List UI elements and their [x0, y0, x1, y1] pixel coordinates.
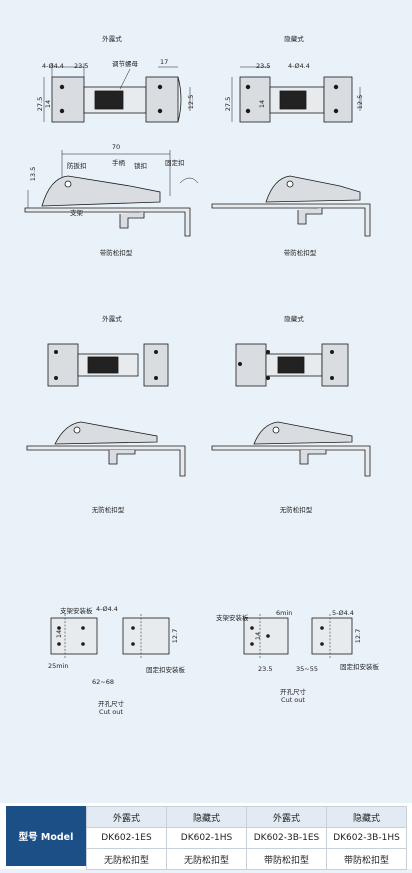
cutout-left-cut-en: Cut out — [99, 708, 123, 716]
hidden-top-view-drawing — [231, 66, 361, 123]
caption-anti-loose-left: 带防松扣型 — [99, 249, 133, 257]
hidden-title: 隐藏式 — [284, 35, 304, 43]
table-row: 无防松扣型 无防松扣型 带防松扣型 带防松扣型 — [86, 848, 407, 870]
header-cell: 隐藏式 — [326, 806, 407, 828]
cutout-left-drawing — [50, 614, 170, 658]
exposed-hole-dim: 4-Ø4.4 — [42, 62, 64, 70]
exposed-height-dim: 27.5 — [36, 96, 45, 112]
model-cell: DK602-1HS — [166, 827, 247, 849]
model-cell: DK602-1ES — [86, 827, 167, 849]
middle-exposed-side-drawing — [26, 421, 186, 477]
cutout-left-range: 62~68 — [92, 678, 114, 686]
cutout-right-cut-en: Cut out — [281, 696, 305, 704]
type-cell: 带防松扣型 — [326, 848, 407, 870]
cutout-right-6min: 6min — [276, 609, 293, 617]
middle-exposed-top-drawing — [47, 343, 169, 387]
hidden-pitch-dim: 14 — [258, 99, 267, 109]
side-height-dim: 13.5 — [29, 166, 38, 182]
middle-hidden-title: 隐藏式 — [284, 315, 304, 323]
model-cell: DK602-3B-1ES — [246, 827, 327, 849]
hidden-side-view-drawing — [211, 175, 371, 237]
table-header-row: 外露式 隐藏式 外露式 隐藏式 — [86, 806, 407, 828]
cutout-right-drawing — [243, 614, 353, 658]
caption-no-anti-loose-left: 无防松扣型 — [91, 506, 125, 514]
type-cell: 无防松扣型 — [166, 848, 247, 870]
cutout-left-14: 14 — [55, 629, 64, 639]
cutout-right-plate-label: 支架安装板 — [216, 614, 249, 622]
caption-anti-loose-right: 带防松扣型 — [283, 249, 317, 257]
cutout-right-range: 35~55 — [296, 665, 318, 673]
exposed-top-view-drawing — [43, 63, 191, 123]
header-cell: 隐藏式 — [166, 806, 247, 828]
cutout-right-fixed-plate: 固定扣安装板 — [340, 663, 379, 671]
exposed-side-view-drawing — [24, 150, 199, 237]
spec-table: 外露式 隐藏式 外露式 隐藏式 DK602-1ES DK602-1HS DK60… — [86, 806, 407, 870]
exposed-hook-dim: 17 — [160, 58, 169, 66]
cutout-right-cut-cn: 开孔尺寸 — [280, 688, 306, 696]
cutout-right-holes: 5-Ø4.4 — [332, 609, 354, 617]
header-cell: 外露式 — [86, 806, 167, 828]
middle-exposed-title: 外露式 — [102, 315, 122, 323]
header-cell: 外露式 — [246, 806, 327, 828]
table-row: DK602-1ES DK602-1HS DK602-3B-1ES DK602-3… — [86, 827, 407, 849]
hidden-hook-height-dim: 12.5 — [356, 94, 365, 110]
cutout-left-min: 25min — [48, 662, 69, 670]
cutout-left-cut-cn: 开孔尺寸 — [98, 700, 124, 708]
exposed-title: 外露式 — [102, 35, 122, 43]
hidden-hole-dim: 4-Ø4.4 — [288, 62, 310, 70]
cutout-left-holes: 4-Ø4.4 — [96, 605, 118, 613]
exposed-hook-height-dim: 12.5 — [187, 94, 196, 110]
cutout-left-plate-label: 支架安装板 — [60, 607, 93, 615]
cutout-right-14: 14 — [254, 631, 263, 641]
type-cell: 带防松扣型 — [246, 848, 327, 870]
middle-hidden-top-drawing — [235, 343, 349, 387]
exposed-nut-label: 调节螺母 — [112, 60, 138, 68]
model-label-cell: 型号 Model — [6, 806, 86, 866]
cutout-right-235: 23.5 — [258, 665, 273, 673]
hidden-width-dim: 23.5 — [256, 62, 271, 70]
caption-no-anti-loose-right: 无防松扣型 — [279, 506, 313, 514]
type-cell: 无防松扣型 — [86, 848, 167, 870]
length-dim: 70 — [111, 143, 121, 151]
fixed-buckle-label: 固定扣 — [165, 159, 185, 167]
exposed-pitch-dim: 14 — [44, 99, 53, 109]
lock-hook-label: 锁扣 — [134, 162, 147, 170]
hidden-height-dim: 27.5 — [224, 96, 233, 112]
exposed-width-dim: 23.5 — [74, 62, 89, 70]
anti-loose-plate-label: 防扳扣 — [67, 162, 87, 170]
cutout-left-fixed-plate: 固定扣安装板 — [146, 666, 185, 674]
cutout-right-127: 12.7 — [354, 628, 363, 644]
handle-label: 手柄 — [112, 159, 125, 167]
bracket-label: 支架 — [70, 209, 83, 217]
model-cell: DK602-3B-1HS — [326, 827, 407, 849]
cutout-left-127: 12.7 — [171, 628, 180, 644]
middle-hidden-side-drawing — [211, 421, 371, 477]
